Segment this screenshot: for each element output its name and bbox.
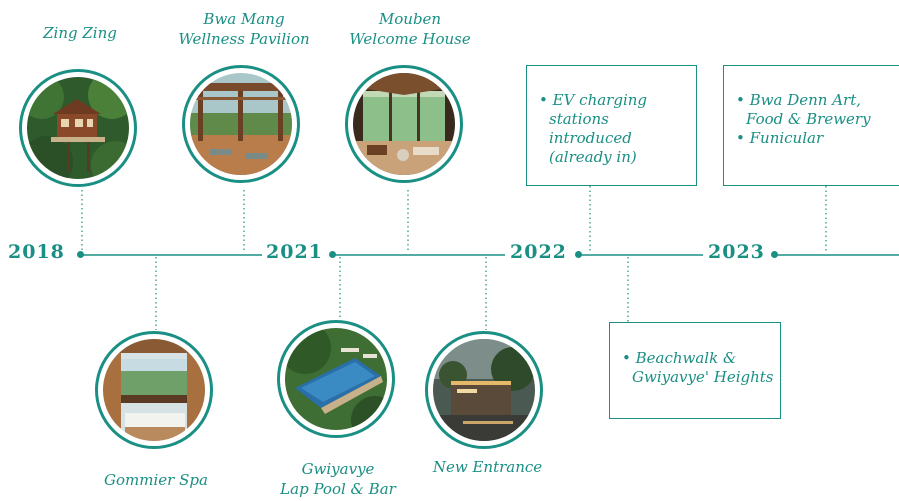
pool-photo-image bbox=[285, 328, 387, 430]
pavilion-photo-image bbox=[190, 73, 292, 175]
year-label-2021: 2021 bbox=[262, 241, 327, 263]
title-zingzing: Zing Zing bbox=[43, 24, 117, 42]
year-dot-2022 bbox=[575, 251, 582, 258]
photo-gommier bbox=[95, 331, 213, 449]
box-future-projects: Bwa Denn Art, Food & Brewery Funicular bbox=[723, 65, 899, 186]
title-gwiyavye: Gwiyavye Lap Pool & Bar bbox=[280, 460, 396, 498]
photo-entrance bbox=[425, 331, 543, 449]
year-label-2023: 2023 bbox=[704, 241, 769, 263]
title-entrance: New Entrance bbox=[432, 458, 543, 476]
list-item: EV charging stations introduced (already… bbox=[539, 91, 690, 167]
year-label-2018: 2018 bbox=[4, 241, 69, 263]
photo-zingzing bbox=[19, 69, 137, 187]
spa-photo-image bbox=[103, 339, 205, 441]
title-mouben: Mouben Welcome House bbox=[349, 10, 471, 48]
treehouse-photo-image bbox=[27, 77, 129, 179]
title-bwamang: Bwa Mang Wellness Pavilion bbox=[178, 10, 310, 48]
welcome-house-photo-image bbox=[353, 73, 455, 175]
year-dot-2018 bbox=[77, 251, 84, 258]
photo-bwamang bbox=[182, 65, 300, 183]
title-gommier: Gommier Spa bbox=[104, 471, 208, 489]
entrance-photo-image bbox=[433, 339, 535, 441]
year-dot-2023 bbox=[771, 251, 778, 258]
list-item: Beachwalk & Gwiyavye' Heights bbox=[622, 349, 774, 387]
list-item: Bwa Denn Art, Food & Brewery bbox=[736, 91, 899, 129]
year-label-2022: 2022 bbox=[506, 241, 571, 263]
box-beachwalk: Beachwalk & Gwiyavye' Heights bbox=[609, 322, 781, 419]
list-item: Funicular bbox=[736, 129, 899, 148]
year-dot-2021 bbox=[329, 251, 336, 258]
photo-mouben bbox=[345, 65, 463, 183]
box-ev-charging: EV charging stations introduced (already… bbox=[526, 65, 697, 186]
photo-gwiyavye bbox=[277, 320, 395, 438]
